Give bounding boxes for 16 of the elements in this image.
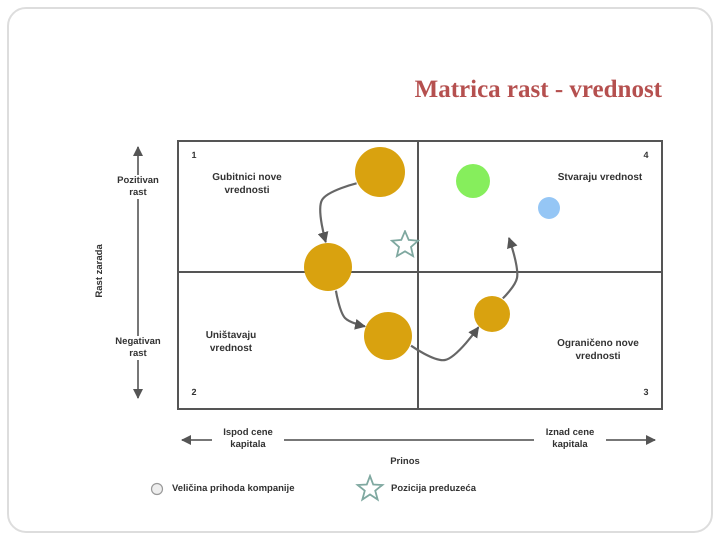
legend-label: Veličina prihoda kompanije	[172, 483, 294, 495]
title: Matrica rast - vrednost	[414, 76, 662, 104]
arrow	[410, 326, 480, 362]
bubble	[474, 296, 510, 332]
legend-label: Pozicija preduzeća	[391, 483, 476, 495]
arrow	[334, 290, 366, 330]
star-marker	[390, 230, 420, 260]
axis-label: Iznad cene kapitala	[534, 427, 606, 451]
bubble	[364, 312, 412, 360]
arrow	[318, 182, 357, 244]
bubble	[538, 197, 560, 219]
bubble	[456, 164, 490, 198]
arrow	[502, 236, 518, 300]
bubble	[304, 243, 352, 291]
axis-label: Ispod cene kapitala	[212, 427, 284, 451]
bubble	[355, 147, 405, 197]
